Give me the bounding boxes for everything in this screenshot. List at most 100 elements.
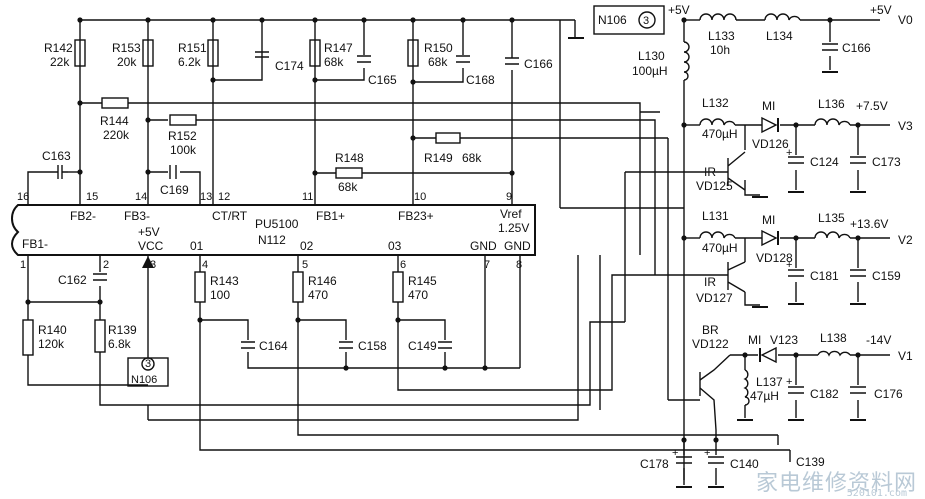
c166a-ref: C166 (524, 57, 553, 71)
c168-ref: C168 (466, 73, 495, 87)
c162-ref: C162 (58, 273, 87, 287)
c178-ref: C178 (640, 457, 669, 471)
pin-10-label: FB23+ (398, 209, 434, 223)
l138-coil (817, 350, 851, 357)
n106-bottom-box: 3 N106 (127, 357, 169, 387)
pin-13-num: 13 (200, 191, 212, 203)
c169-ref: C169 (160, 183, 189, 197)
pin-12-num: 12 (218, 191, 230, 203)
l132-coil (699, 118, 736, 126)
vd122-type: BR (702, 323, 719, 337)
labels-right: +5V L130 100µH L133 10h L134 C166 +5V V0… (632, 3, 913, 471)
svg-text:+: + (786, 147, 792, 159)
pin-9-label: Vref (500, 207, 522, 221)
pin-10-num: 10 (414, 191, 426, 203)
l138-ref: L138 (820, 331, 847, 345)
r153-body (142, 39, 154, 67)
c164-plates (241, 341, 255, 349)
r139-ref: R139 (108, 323, 137, 337)
pin-1-num: 1 (20, 259, 26, 271)
v123-type: MI (748, 333, 761, 347)
c149-ref: C149 (408, 339, 437, 353)
r143-body (194, 271, 206, 303)
c176-plates (850, 386, 866, 394)
c178-plates (676, 456, 692, 464)
c168-plates (456, 55, 470, 63)
pin-2-num: 2 (103, 259, 109, 271)
resistors (22, 39, 461, 356)
c159-plates (850, 269, 866, 277)
r150-value: 68k (428, 55, 448, 69)
capacitors (50, 43, 866, 464)
l134-ref: L134 (766, 29, 793, 43)
vd126-triangle (761, 116, 778, 134)
v1-voltage: -14V (866, 333, 891, 347)
v123-ref: V123 (770, 333, 798, 347)
pin-15-label: FB2- (70, 209, 96, 223)
top-supply: +5V (668, 3, 690, 17)
r148-ref: R148 (335, 151, 364, 165)
l136-coil (814, 118, 851, 126)
l137-coil (743, 369, 750, 406)
r139-body (94, 319, 106, 353)
r152-ref: R152 (168, 129, 197, 143)
vcc-supply: +5V (138, 225, 160, 239)
l131-coil (699, 231, 736, 239)
c182-ref: C182 (810, 387, 839, 401)
junctions (25, 17, 861, 443)
transistors (672, 151, 746, 396)
r146-ref: R146 (308, 274, 337, 288)
c173-ref: C173 (872, 155, 901, 169)
r146-value: 470 (308, 288, 328, 302)
vref-value: 1.25V (498, 221, 529, 235)
c163-ref: C163 (42, 149, 71, 163)
svg-text:+: + (672, 447, 678, 459)
pin-11-label: FB1+ (316, 209, 345, 223)
v3-name: V3 (898, 119, 913, 133)
vd128-ref: VD128 (756, 251, 793, 265)
r149-value: 68k (462, 151, 482, 165)
watermark-url: 520101.com (846, 488, 907, 499)
vd122-ref: VD122 (692, 337, 729, 351)
r140-ref: R140 (38, 323, 67, 337)
r142-ref: R142 (44, 41, 73, 55)
grounds (676, 71, 866, 488)
c162-plates (93, 273, 107, 281)
r150-ref: R150 (424, 41, 453, 55)
r153-ref: R153 (112, 41, 141, 55)
vd125-type: IR (704, 165, 716, 179)
l133-ref: L133 (708, 29, 735, 43)
watermark-text: 家电维修资料网 (755, 471, 917, 496)
l130-coil (683, 41, 690, 81)
c165-plates (357, 55, 371, 63)
v3-voltage: +7.5V (856, 99, 888, 113)
r148-value: 68k (338, 180, 358, 194)
pin-7-num: 7 (484, 259, 490, 271)
l135-ref: L135 (818, 211, 845, 225)
vd128-type: MI (762, 213, 775, 227)
pin-11-num: 11 (302, 191, 313, 203)
c165-ref: C165 (368, 73, 397, 87)
vd128-triangle (761, 229, 778, 247)
pin-5-label: 02 (300, 239, 314, 253)
labels-left: R142 22k R153 20k R151 6.2k C174 R147 68… (38, 41, 553, 353)
r151-ref: R151 (178, 41, 207, 55)
r152-body (169, 114, 197, 126)
pin-7-label: GND (470, 239, 497, 253)
l130-ref: L130 (638, 49, 665, 63)
r142-body (74, 39, 86, 67)
r148-body (335, 167, 363, 179)
pin-9-num: 9 (506, 191, 512, 203)
ic-n112: PU5100 N112 16 15 14 13 12 11 10 9 FB2- … (11, 191, 536, 271)
l133-value: 10h (710, 43, 730, 57)
vd126-type: MI (762, 99, 775, 113)
c149-plates (438, 341, 452, 349)
n106-bottom-ref: N106 (131, 374, 157, 386)
l131-value: 470µH (702, 241, 738, 255)
v2-voltage: +13.6V (850, 217, 888, 231)
svg-text:+: + (786, 259, 792, 271)
r143-value: 100 (210, 288, 230, 302)
l136-ref: L136 (818, 97, 845, 111)
c166b-ref: C166 (842, 41, 871, 55)
n106-bottom-pin: 3 (145, 358, 151, 370)
